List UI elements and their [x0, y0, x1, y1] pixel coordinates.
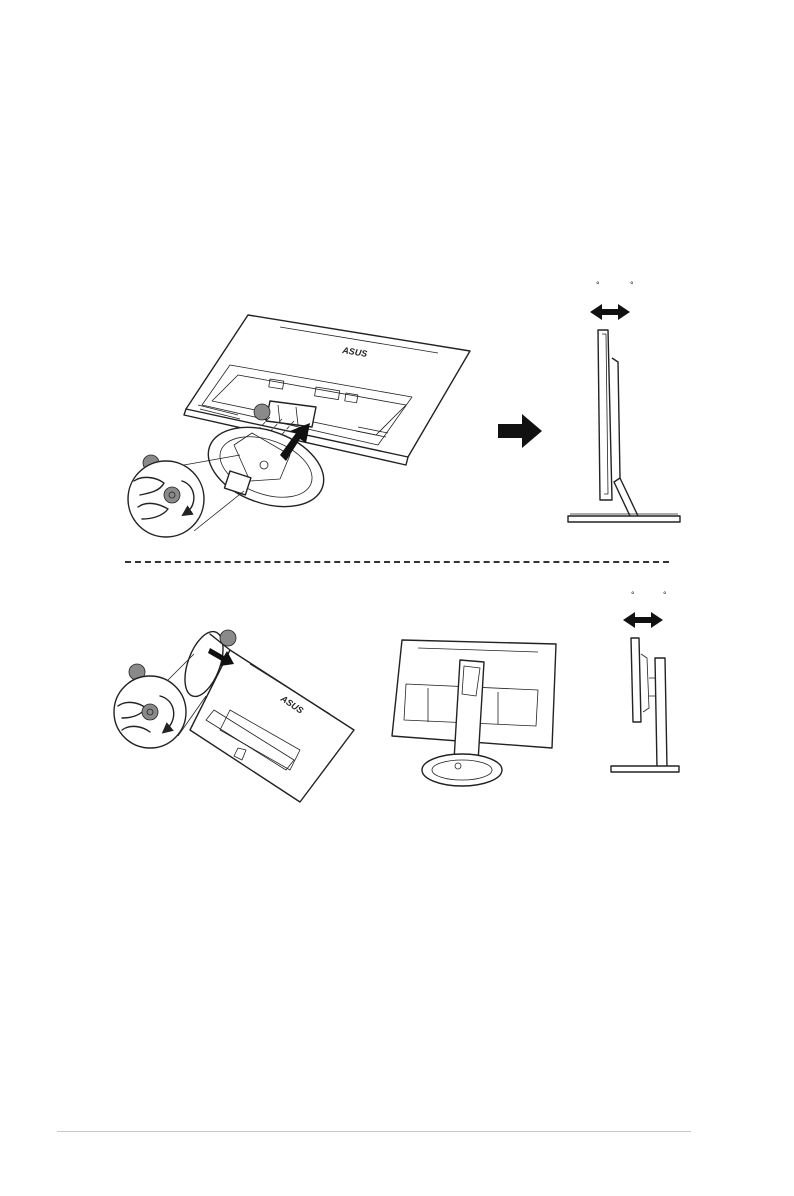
degree-mark-left: ° [596, 280, 600, 290]
degree-mark-left: ° [631, 590, 635, 600]
right-arrow-icon [498, 414, 544, 448]
rear-view-assembled [388, 636, 560, 792]
degree-mark-right: ° [663, 590, 667, 600]
attach-base-illustration: ASUS [120, 305, 480, 545]
tilt-side-view-top: ° ° [560, 278, 690, 540]
double-arrow-icon [590, 304, 630, 320]
step-marker-2 [254, 404, 270, 420]
degree-mark-right: ° [630, 280, 634, 290]
footer-rule [57, 1131, 691, 1132]
detach-base-illustration: ASUS [110, 620, 360, 805]
section-divider [125, 561, 669, 563]
step-marker-2 [220, 630, 236, 646]
tilt-side-view-bottom: ° ° [605, 588, 685, 778]
double-arrow-icon [623, 612, 663, 628]
